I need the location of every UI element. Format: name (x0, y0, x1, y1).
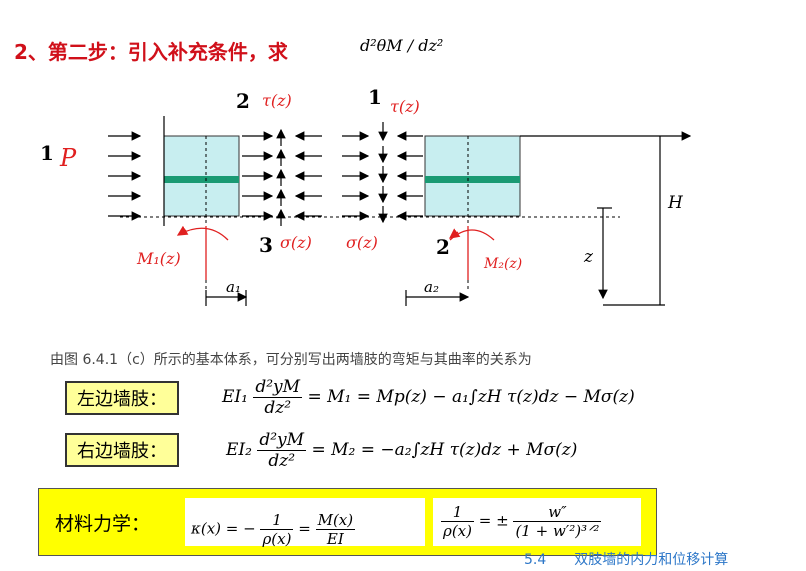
right-wall-fraction: d²yM dz² (257, 430, 307, 471)
curvature-formula: κ(x) = − 1 ρ(x) = M(x) EI (185, 498, 425, 548)
label-moment-right: M₂(z) (483, 256, 522, 272)
double-wall-diagram: 1 P 2 τ(z) 1 τ(z) M₁(z) 3 σ(z) σ(z) 2 M₂… (40, 85, 692, 306)
left-wall-label: 左边墙肢： (65, 381, 179, 415)
label-moment-left: M₁(z) (136, 249, 181, 268)
label-height-H: H (667, 193, 684, 213)
curvature-frac-1-num: 1 (260, 511, 294, 530)
label-section-1-left: 1 (40, 141, 54, 165)
radius-frac-1: 1 ρ(x) (441, 503, 474, 540)
right-wall-lhs: EI₂ (226, 440, 252, 460)
radius-formula: 1 ρ(x) = ± w″ (1 + w′²)³ᐟ² (433, 498, 641, 546)
label-load-P: P (59, 144, 77, 172)
right-wall-rhs: = M₂ = −a₂∫zH τ(z)dz + Mσ(z) (311, 440, 578, 460)
label-section-3: 3 (259, 233, 273, 257)
radius-frac-1-num: 1 (441, 503, 474, 522)
title-formula: d²θM / dz² (360, 36, 444, 55)
slide-title: 2、第二步：引入补充条件，求 (14, 36, 288, 65)
left-wall-frac-den: dz² (264, 398, 292, 418)
radius-eq: = ± (478, 511, 509, 530)
curvature-frac-2: M(x) EI (315, 511, 356, 548)
curvature-eq: = (298, 519, 311, 538)
curvature-frac-1: 1 ρ(x) (260, 511, 294, 548)
right-wall-equation: EI₂ d²yM dz² = M₂ = −a₂∫zH τ(z)dz + Mσ(z… (226, 430, 577, 471)
label-section-2-bottom: 2 (436, 235, 450, 259)
curvature-frac-1-den: ρ(x) (262, 530, 292, 548)
right-wall-frac-num: d²yM (257, 430, 307, 451)
curvature-frac-2-den: EI (326, 530, 344, 548)
right-beam-band (425, 176, 520, 183)
radius-frac-2: w″ (1 + w′²)³ᐟ² (513, 503, 602, 540)
left-wall-fraction: d²yM dz² (253, 377, 303, 418)
footer-section-title: 5.4 双肢墙的内力和位移计算 (524, 552, 729, 568)
moment-left-arc (179, 227, 229, 241)
right-wall-frac-den: dz² (268, 451, 296, 471)
radius-frac-1-den: ρ(x) (443, 522, 472, 540)
label-sigma-left: σ(z) (280, 233, 312, 252)
right-wall-label: 右边墙肢： (65, 433, 179, 467)
curvature-lhs: κ(x) = − (191, 519, 256, 538)
label-sigma-right: σ(z) (346, 233, 378, 252)
label-z: z (583, 247, 594, 267)
left-wall-equation: EI₁ d²yM dz² = M₁ = Mp(z) − a₁∫zH τ(z)dz… (222, 377, 635, 418)
label-a2: a₂ (424, 278, 439, 296)
load-arrows (108, 131, 142, 221)
label-tau-right: τ(z) (390, 97, 420, 116)
mechanics-label: 材料力学： (55, 513, 151, 535)
curvature-frac-2-num: M(x) (315, 511, 356, 530)
label-section-1-top: 1 (368, 85, 382, 109)
mechanics-box: 材料力学： κ(x) = − 1 ρ(x) = M(x) EI 1 ρ(x) =… (38, 488, 657, 556)
label-tau-left: τ(z) (262, 91, 292, 110)
radius-frac-2-den: (1 + w′²)³ᐟ² (515, 522, 600, 540)
left-wall-frac-num: d²yM (253, 377, 303, 398)
left-wall-rhs: = M₁ = Mp(z) − a₁∫zH τ(z)dz − Mσ(z) (307, 387, 635, 407)
moment-right-arc (449, 229, 495, 241)
description-text: 由图 6.4.1（c）所示的基本体系，可分别写出两墙肢的弯矩与其曲率的关系为 (50, 352, 532, 368)
label-a1: a₁ (226, 278, 241, 296)
label-section-2-top: 2 (236, 89, 250, 113)
left-beam-band (164, 176, 239, 183)
left-wall-lhs: EI₁ (222, 387, 248, 407)
slide-title-text: 2、第二步：引入补充条件，求 (14, 40, 288, 64)
radius-frac-2-num: w″ (513, 503, 602, 522)
